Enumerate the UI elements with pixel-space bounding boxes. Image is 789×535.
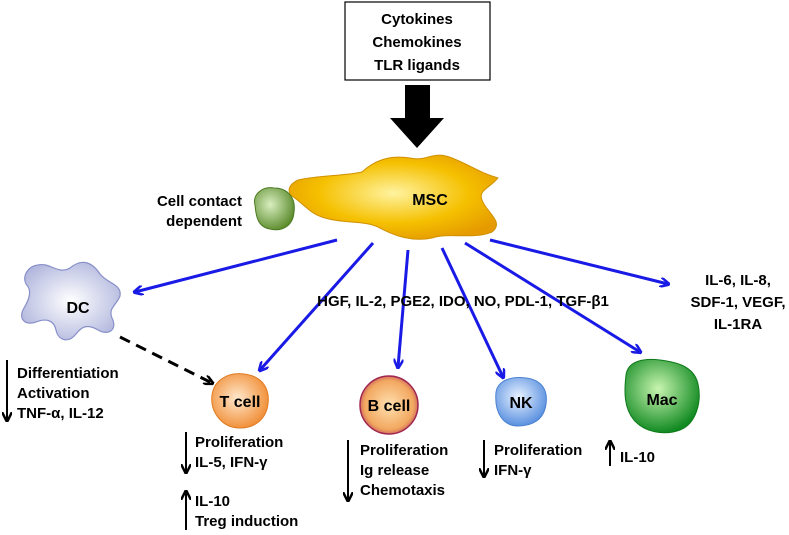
- secreted-line-3: IL-1RA: [714, 316, 763, 333]
- tcell-up-effect-2: Treg induction: [195, 513, 298, 530]
- arrow-msc-to-mac: [464, 241, 640, 352]
- input-line-3: TLR ligands: [374, 57, 460, 74]
- dc-effect-3: TNF-α, IL-12: [17, 405, 104, 422]
- input-line-2: Chemokines: [372, 34, 461, 51]
- tcell-label: T cell: [220, 394, 261, 411]
- secreted-line-2: SDF-1, VEGF,: [690, 294, 785, 311]
- arrow-msc-to-secreted: [489, 238, 668, 284]
- arrow-msc-to-nk: [440, 247, 503, 377]
- arrow-msc-to-dc: [135, 238, 338, 292]
- msc-cell: MSC: [288, 154, 499, 240]
- bcell-label: B cell: [368, 398, 411, 415]
- bcell-effect-2: Ig release: [360, 462, 429, 479]
- nk-label: NK: [509, 395, 533, 412]
- mac-label: Mac: [646, 392, 677, 409]
- macrophage-cell: Mac: [624, 358, 700, 434]
- t-cell: T cell: [211, 373, 269, 429]
- dc-label: DC: [66, 300, 90, 317]
- soluble-factors-label: HGF, IL-2, PGE2, IDO, NO, PDL-1, TGF-β1: [317, 293, 609, 310]
- b-cell: B cell: [359, 375, 419, 435]
- arrow-msc-to-tcell: [260, 242, 375, 370]
- nk-effect-2: IFN-γ: [494, 462, 532, 479]
- contact-line-1: Cell contact: [157, 193, 242, 210]
- mac-effect-1: IL-10: [620, 449, 655, 466]
- nk-cell: NK: [495, 377, 547, 427]
- bcell-effect-1: Proliferation: [360, 442, 448, 459]
- dc-cell: DC: [21, 261, 121, 341]
- big-down-arrow: [390, 85, 444, 148]
- arrow-dc-to-tcell: [119, 335, 212, 383]
- nk-effect-1: Proliferation: [494, 442, 582, 459]
- input-line-1: Cytokines: [381, 11, 453, 28]
- tcell-down-effect-2: IL-5, IFN-γ: [195, 454, 268, 471]
- secreted-line-1: IL-6, IL-8,: [705, 272, 771, 289]
- bcell-effect-3: Chemotaxis: [360, 482, 445, 499]
- dc-effect-2: Activation: [17, 385, 90, 402]
- contact-line-2: dependent: [166, 213, 242, 230]
- tcell-up-effect-1: IL-10: [195, 493, 230, 510]
- msc-label: MSC: [412, 192, 448, 209]
- contact-cell: [253, 187, 295, 231]
- arrow-msc-to-bcell: [398, 249, 410, 367]
- tcell-down-effect-1: Proliferation: [195, 434, 283, 451]
- input-signals-box: Cytokines Chemokines TLR ligands: [344, 1, 491, 81]
- dc-effect-1: Differentiation: [17, 365, 119, 382]
